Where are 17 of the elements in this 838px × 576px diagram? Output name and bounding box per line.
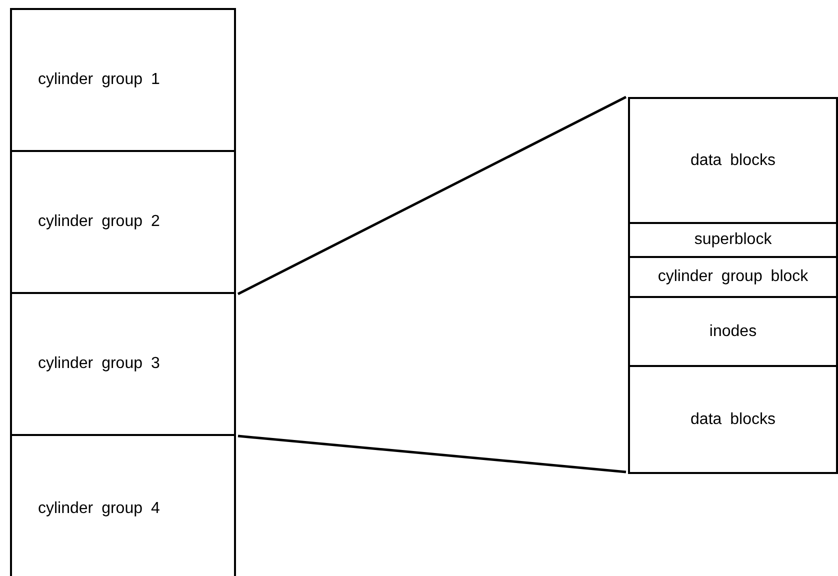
box-label: cylinder group 4	[38, 500, 160, 518]
box-label: cylinder group 3	[38, 355, 160, 373]
box-label: superblock	[694, 231, 772, 249]
cylinder-group-box	[10, 150, 236, 294]
expanded-view-box	[628, 97, 838, 472]
cylinder-group-box	[10, 292, 236, 436]
block-region-box	[628, 365, 838, 474]
cylinder-group-box	[10, 434, 236, 576]
zoom-line	[238, 434, 626, 474]
box-label: data blocks	[690, 410, 776, 428]
box-label: inodes	[709, 322, 757, 340]
cylinder-group-box	[10, 8, 236, 152]
box-label: data blocks	[690, 152, 776, 170]
box-label: cylinder group 2	[38, 213, 160, 231]
box-label: cylinder group block	[658, 268, 808, 286]
box-label: cylinder group 1	[38, 71, 160, 89]
zoom-line	[237, 96, 627, 296]
